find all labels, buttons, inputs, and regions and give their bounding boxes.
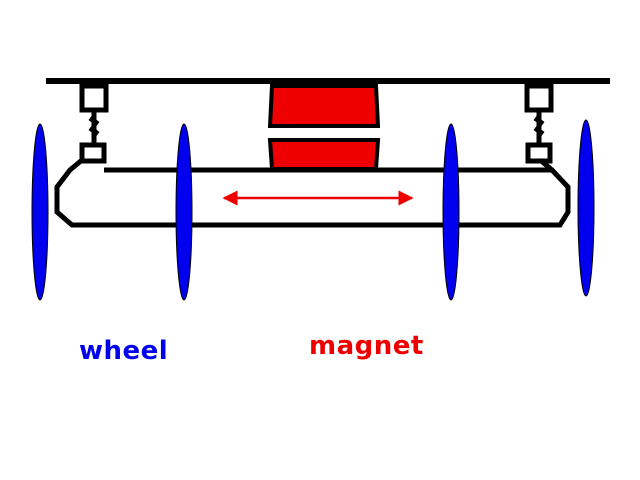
- wheel-outer-left: [31, 123, 49, 301]
- wheel-label: wheel: [79, 336, 169, 366]
- magnet-label: magnet: [309, 331, 424, 361]
- left-hanger: [79, 83, 109, 164]
- wheel-inner-right: [442, 123, 460, 301]
- wheel-outer-right: [577, 119, 595, 297]
- wheel-inner-left: [175, 123, 193, 301]
- magnet-lower: [267, 138, 381, 171]
- magnet-upper: [267, 84, 381, 128]
- right-hanger: [524, 83, 554, 164]
